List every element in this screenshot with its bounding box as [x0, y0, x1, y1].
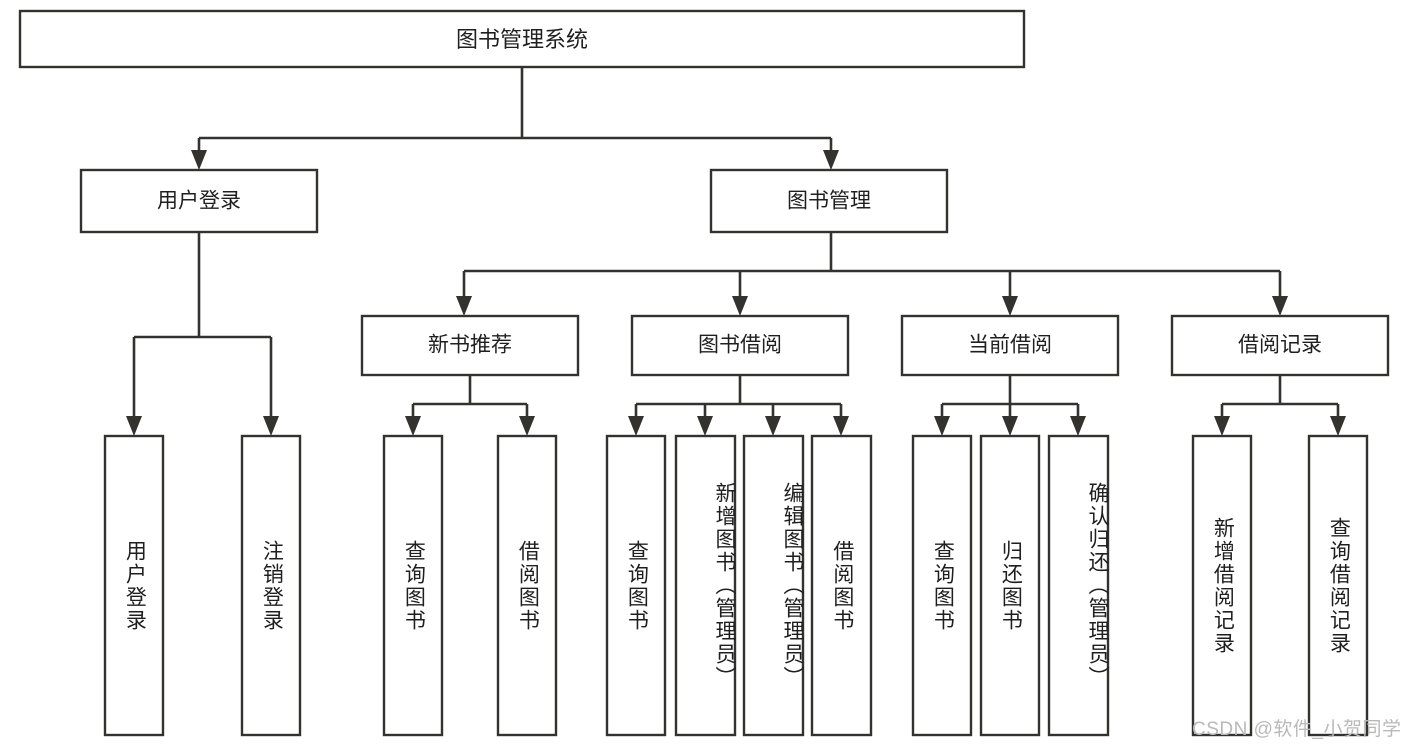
node-newbook-label: 新书推荐	[428, 334, 512, 357]
arrowhead-leaf-3	[405, 416, 421, 436]
csdn-watermark: CSDN @软件_小贺同学	[1192, 719, 1402, 740]
arrowhead-leaf-2	[263, 416, 279, 436]
node-login-label: 用户登录	[157, 190, 241, 213]
arrowhead-leaf-7	[765, 416, 781, 436]
arrowhead-leaf-1	[126, 416, 142, 436]
node-leaf-13-box[interactable]	[1307, 434, 1369, 737]
arrowhead-newbook	[456, 296, 472, 316]
connector-group-borrow-to-leaves	[628, 375, 849, 436]
connector-group-record-to-leaves	[1214, 375, 1346, 436]
node-borrow[interactable]: 图书借阅	[630, 314, 850, 377]
node-newbook[interactable]: 新书推荐	[360, 314, 580, 377]
node-current-label: 当前借阅	[968, 334, 1052, 357]
node-login-box[interactable]	[79, 168, 319, 234]
arrowhead-leaf-8	[833, 416, 849, 436]
node-borrow-label: 图书借阅	[698, 334, 782, 357]
node-current[interactable]: 当前借阅	[900, 314, 1120, 377]
node-bookmgmt[interactable]: 图书管理	[709, 168, 949, 234]
node-record-box[interactable]	[1170, 314, 1390, 377]
connector-group-bookmgmt-to-level3	[456, 232, 1288, 316]
arrowhead-leaf-12	[1214, 416, 1230, 436]
node-record-label: 借阅记录	[1238, 334, 1322, 357]
arrowhead-leaf-13	[1330, 416, 1346, 436]
arrowhead-current	[1002, 296, 1018, 316]
arrowhead-leaf-5	[628, 416, 644, 436]
node-record[interactable]: 借阅记录	[1170, 314, 1390, 377]
arrowhead-record	[1272, 296, 1288, 316]
node-login[interactable]: 用户登录	[79, 168, 319, 234]
node-leaf-6-box[interactable]	[674, 434, 737, 737]
leaf-boxes-group	[103, 434, 1369, 737]
node-leaf-7-box[interactable]	[742, 434, 805, 737]
node-current-box[interactable]	[900, 314, 1120, 377]
node-bookmgmt-label: 图书管理	[787, 190, 871, 213]
arrowhead-leaf-4	[519, 416, 535, 436]
arrowhead-leaf-10	[1002, 416, 1018, 436]
connector-group-login-to-leaves	[126, 232, 279, 436]
arrowhead-leaf-9	[934, 416, 950, 436]
node-leaf-11-box[interactable]	[1047, 434, 1110, 737]
arrowhead-leaf-6	[697, 416, 713, 436]
connector-group-root-to-level2	[191, 67, 839, 170]
node-leaf-8-box[interactable]	[810, 434, 873, 737]
node-leaf-9-box[interactable]	[911, 434, 973, 737]
node-root[interactable]: 图书管理系统	[18, 9, 1026, 69]
node-leaf-3-box[interactable]	[382, 434, 444, 737]
node-leaf-12-box[interactable]	[1191, 434, 1253, 737]
node-newbook-box[interactable]	[360, 314, 580, 377]
arrowhead-bookmgmt	[823, 150, 839, 170]
node-leaf-1-box[interactable]	[103, 434, 165, 737]
node-bookmgmt-box[interactable]	[709, 168, 949, 234]
node-borrow-box[interactable]	[630, 314, 850, 377]
node-leaf-5-box[interactable]	[605, 434, 667, 737]
node-leaf-10-box[interactable]	[979, 434, 1041, 737]
node-root-label: 图书管理系统	[456, 27, 588, 52]
connector-group-newbook-to-leaves	[405, 375, 535, 436]
arrowhead-leaf-11	[1070, 416, 1086, 436]
node-leaf-4-box[interactable]	[496, 434, 558, 737]
node-root-box[interactable]	[18, 9, 1026, 69]
connector-group-current-to-leaves	[934, 375, 1086, 436]
arrowhead-login	[191, 150, 207, 170]
arrowhead-borrow	[732, 296, 748, 316]
node-leaf-2-box[interactable]	[240, 434, 302, 737]
